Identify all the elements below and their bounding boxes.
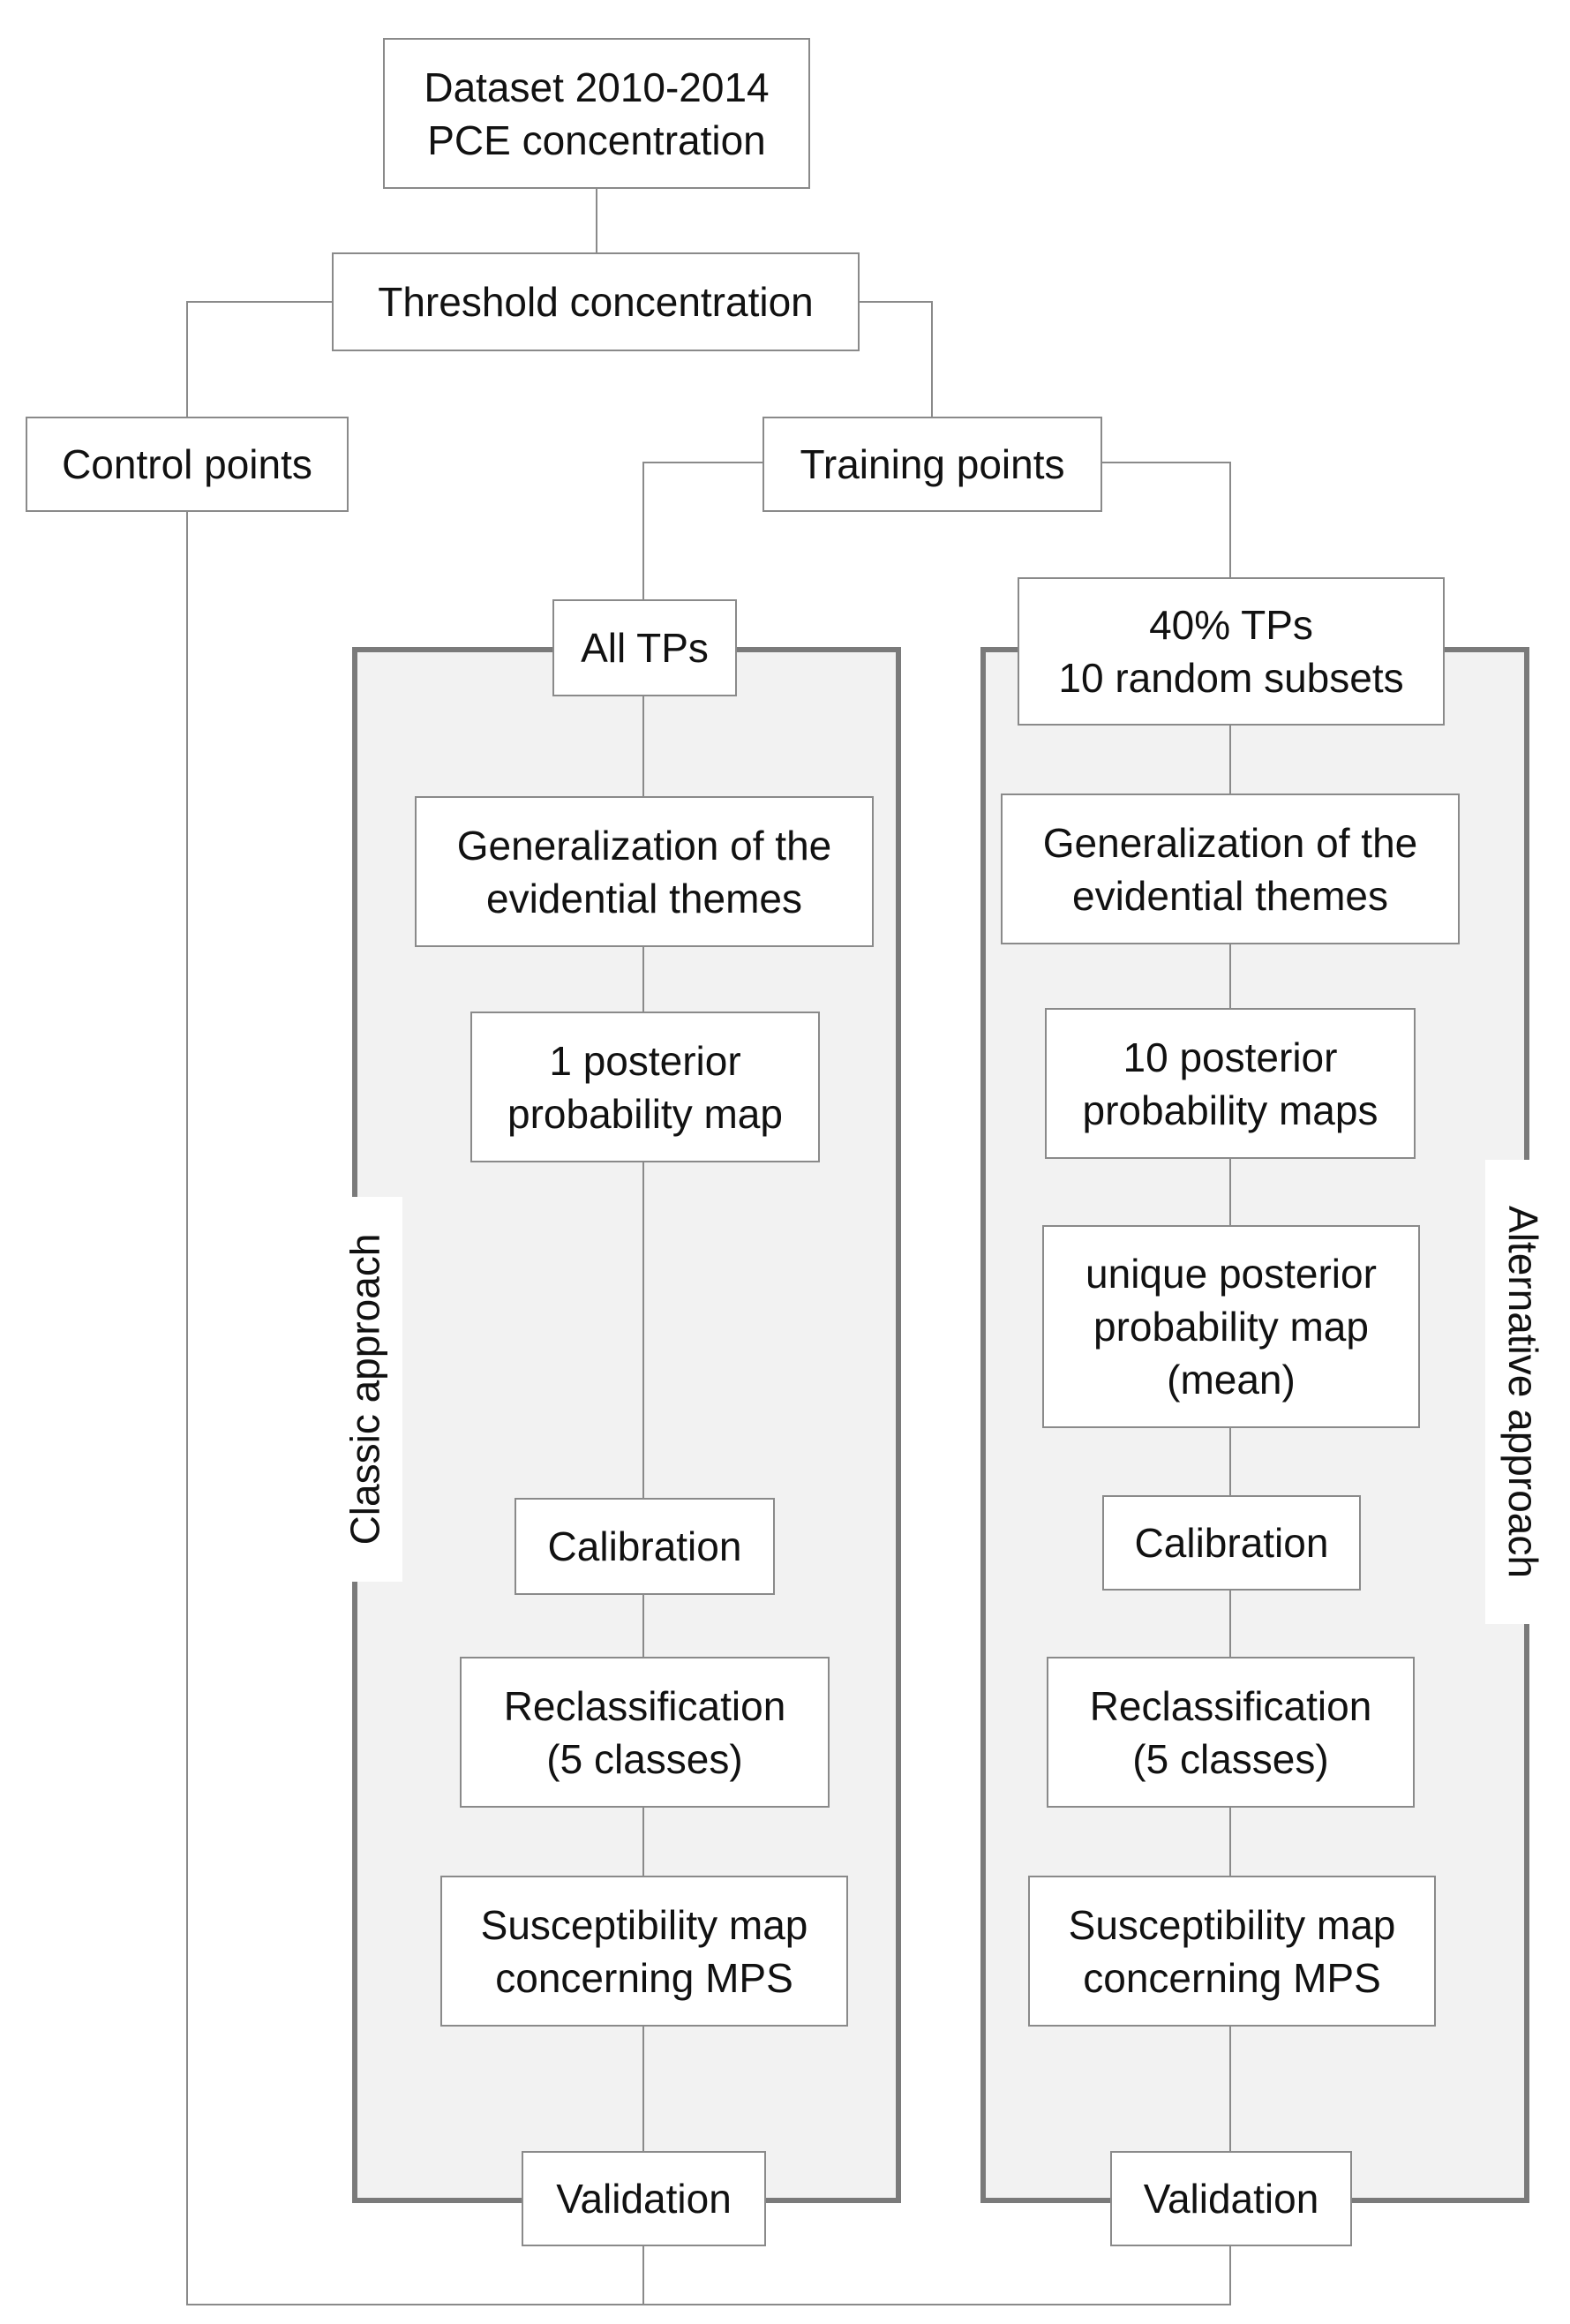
alternative-validation-node: Validation: [1110, 2151, 1352, 2246]
training-points-node: Training points: [762, 417, 1102, 512]
classic-posterior-node: 1 posterior probability map: [470, 1012, 820, 1162]
classic-validation-label: Validation: [556, 2176, 732, 2222]
alternative-susceptibility-node: Susceptibility map concerning MPS: [1028, 1876, 1436, 2027]
classic-calibration-node: Calibration: [515, 1498, 775, 1595]
alternative-unique-line2: probability map: [1093, 1304, 1369, 1350]
classic-generalization-line2: evidential themes: [486, 875, 802, 921]
control-points-node: Control points: [26, 417, 349, 512]
classic-generalization-node: Generalization of the evidential themes: [415, 796, 874, 947]
subset-line2: 10 random subsets: [1058, 655, 1404, 701]
alternative-unique-line3: (mean): [1167, 1357, 1296, 1403]
classic-susceptibility-node: Susceptibility map concerning MPS: [440, 1876, 848, 2027]
dataset-line2: PCE concentration: [427, 117, 766, 163]
alternative-unique-node: unique posterior probability map (mean): [1042, 1225, 1420, 1428]
classic-calibration-label: Calibration: [547, 1523, 742, 1569]
connector-threshold-control: [186, 301, 332, 417]
all-tps-label: All TPs: [581, 625, 709, 671]
threshold-label: Threshold concentration: [378, 279, 814, 325]
alternative-validation-label: Validation: [1143, 2176, 1319, 2222]
alternative-susceptibility-line1: Susceptibility map: [1068, 1901, 1396, 1948]
subset-line1: 40% TPs: [1149, 602, 1313, 648]
classic-susceptibility-line1: Susceptibility map: [480, 1901, 808, 1948]
alternative-generalization-line2: evidential themes: [1072, 872, 1388, 919]
connector-training-alltps: [642, 462, 762, 599]
alternative-posterior-node: 10 posterior probability maps: [1045, 1008, 1416, 1159]
connector-threshold-training: [860, 301, 933, 417]
control-points-label: Control points: [62, 441, 312, 487]
classic-reclassification-line1: Reclassification: [503, 1682, 786, 1729]
connector-training-subset: [1102, 462, 1231, 577]
classic-generalization-line1: Generalization of the: [456, 822, 832, 869]
alternative-posterior-line1: 10 posterior: [1123, 1034, 1338, 1080]
classic-posterior-line1: 1 posterior: [549, 1037, 741, 1084]
alternative-posterior-line2: probability maps: [1082, 1087, 1378, 1133]
subset-node: 40% TPs 10 random subsets: [1018, 577, 1445, 726]
classic-reclassification-line2: (5 classes): [546, 1735, 743, 1782]
dataset-node: Dataset 2010-2014 PCE concentration: [383, 38, 810, 189]
classic-susceptibility-line2: concerning MPS: [495, 1954, 793, 2001]
alternative-approach-label: Alternative approach: [1485, 1160, 1561, 1624]
alternative-reclassification-node: Reclassification (5 classes): [1047, 1657, 1415, 1808]
alternative-reclassification-line2: (5 classes): [1132, 1735, 1329, 1782]
classic-posterior-line2: probability map: [507, 1090, 783, 1137]
dataset-line1: Dataset 2010-2014: [424, 64, 770, 110]
connector-control-validation: [186, 512, 1231, 2305]
training-points-label: Training points: [800, 441, 1065, 487]
classic-reclassification-node: Reclassification (5 classes): [460, 1657, 830, 1808]
alternative-reclassification-line1: Reclassification: [1089, 1682, 1372, 1729]
all-tps-node: All TPs: [552, 599, 737, 696]
alternative-unique-line1: unique posterior: [1085, 1251, 1377, 1297]
alternative-susceptibility-line2: concerning MPS: [1083, 1954, 1381, 2001]
alternative-generalization-node: Generalization of the evidential themes: [1001, 793, 1460, 944]
alternative-generalization-line1: Generalization of the: [1042, 819, 1418, 866]
classic-validation-node: Validation: [522, 2151, 766, 2246]
alternative-calibration-node: Calibration: [1102, 1495, 1361, 1591]
classic-approach-label: Classic approach: [327, 1197, 402, 1582]
threshold-node: Threshold concentration: [332, 252, 860, 351]
alternative-calibration-label: Calibration: [1134, 1520, 1329, 1566]
